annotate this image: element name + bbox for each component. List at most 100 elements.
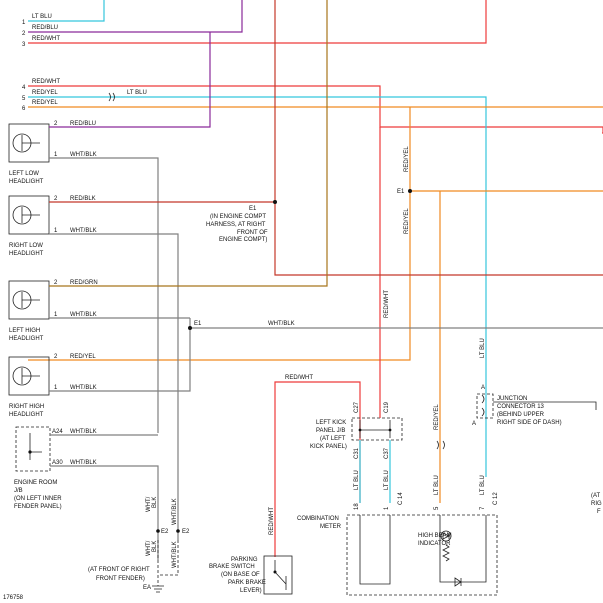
pin-label: C19: [384, 401, 390, 413]
ground-symbol-icon: [152, 585, 164, 593]
component-label: LEVER): [240, 588, 262, 594]
component-label: (ON BASE OF: [221, 572, 260, 578]
wire-label-vertical: RED/WHT: [269, 507, 275, 535]
wire-red-blk-bus: [274, 0, 603, 276]
splice-label: E2: [161, 529, 169, 535]
wire-label: WHT/BLK: [70, 460, 97, 466]
cut-off-label: F: [597, 509, 601, 515]
figure-id: 176758: [3, 595, 24, 601]
switch-contact: [274, 560, 287, 590]
edge-text: (AT RIG F 176758: [3, 493, 602, 601]
high-beam-indicator-icon: [440, 530, 452, 542]
pin-label: C27: [354, 401, 360, 413]
wire-label-vertical: BLK: [152, 541, 158, 552]
wire-red-blu-top: [28, 0, 243, 33]
ground-id: EA: [143, 585, 151, 591]
component-label: COMBINATION: [297, 516, 339, 522]
diode-icon: [454, 577, 462, 587]
pin-label: 2: [54, 196, 58, 202]
wire-label-vertical: BLK: [152, 497, 158, 508]
wire-label: LT BLU: [127, 90, 147, 96]
pin-label: A30: [52, 460, 63, 466]
wire-label: LT BLU: [32, 14, 52, 20]
right-high-headlight: 2 1 RED/YEL WHT/BLK RIGHT HIGH HEADLIGHT…: [8, 318, 603, 418]
pin-label: 2: [54, 354, 58, 360]
headlight-box: [8, 280, 50, 320]
wire-label: WHT/BLK: [268, 321, 295, 327]
filament: [21, 207, 40, 223]
wire-label: WHT/BLK: [70, 429, 97, 435]
wire-label-vertical: WHT/BLK: [172, 498, 178, 525]
component-label: LEFT LOW: [9, 171, 39, 177]
component-label: RIGHT SIDE OF DASH): [497, 420, 562, 426]
mid-connector: 4 5 6 RED/WHT RED/YEL RED/YEL LT BLU: [22, 79, 603, 477]
pin-label: 4: [22, 85, 26, 91]
splice-label: HARNESS, AT RIGHT: [206, 222, 266, 228]
pin-label: 6: [22, 106, 26, 112]
wire-wht-blk-a30: [50, 465, 159, 560]
component-label: ENGINE ROOM: [14, 480, 57, 486]
wire-red-grn: [49, 0, 328, 287]
wire-label: WHT/BLK: [70, 152, 97, 158]
component-label: METER: [320, 524, 342, 530]
wire-wht-blk: [49, 318, 191, 392]
component-label: LEFT KICK: [316, 420, 346, 426]
wire-label: WHT/BLK: [70, 385, 97, 391]
component-label: FENDER PANEL): [14, 504, 62, 510]
switch-dot: [273, 570, 277, 574]
pin-label: 1: [54, 385, 58, 391]
left-low-headlight: 2 1 RED/BLU WHT/BLK LEFT LOW HEADLIGHT: [8, 32, 211, 433]
resistor-zigzag: [442, 544, 450, 562]
pin-label: 7: [480, 506, 486, 510]
wire-label-vertical: LT BLU: [480, 475, 486, 495]
component-label: HEADLIGHT: [9, 412, 44, 418]
pin-label: C31: [354, 447, 360, 459]
component-label: (BEHIND UPPER: [497, 412, 545, 418]
pin-label: 1: [54, 312, 58, 318]
right-low-headlight: 2 1 RED/BLK WHT/BLK RIGHT LOW HEADLIGHT: [8, 195, 277, 540]
splice-label: E1: [249, 206, 257, 212]
wire-label: WHT/BLK: [70, 312, 97, 318]
left-kick-panel-jb: C27 C19 C31 C37 LEFT KICK PANEL J/B (AT …: [310, 400, 403, 503]
wire-label-vertical: LT BLU: [384, 470, 390, 490]
wire-label: RED/BLK: [70, 196, 96, 202]
pin-label: 3: [22, 42, 26, 48]
splice-dot: [408, 189, 412, 193]
left-high-headlight: 2 1 RED/GRN WHT/BLK LEFT HIGH HEADLIGHT: [8, 0, 328, 342]
pin-label: 5: [434, 506, 440, 510]
component-label: J/B: [14, 488, 23, 494]
wire-label: RED/BLU: [32, 25, 58, 31]
component-label: BRAKE SWITCH: [209, 564, 255, 570]
jb-dot: [358, 428, 362, 432]
meter-box: [346, 514, 498, 596]
component-label: HEADLIGHT: [9, 179, 44, 185]
jb-dot: [388, 428, 392, 432]
splice-label: FRONT OF: [237, 230, 268, 236]
pin-label: 2: [54, 280, 58, 286]
component-label: HEADLIGHT: [9, 251, 44, 257]
component-label: KICK PANEL): [310, 444, 347, 450]
ground-wire: [157, 540, 179, 586]
jb-dot: [28, 450, 32, 454]
top-connector: 1 2 3 LT BLU RED/BLU RED/WHT: [22, 0, 487, 48]
connector-symbol: [436, 440, 445, 450]
wire-red-wht-top: [28, 0, 487, 44]
component-label: INDICATOR: [418, 541, 451, 547]
filament: [21, 135, 40, 151]
wire-label-vertical: LT BLU: [434, 475, 440, 495]
component-label: JUNCTION: [497, 396, 527, 402]
splice-e1-label: E1 (IN ENGINE COMPT HARNESS, AT RIGHT FR…: [206, 206, 268, 243]
component-label: PANEL J/B: [316, 428, 345, 434]
junction-box: [476, 393, 494, 419]
wire-wht-blk: [49, 233, 179, 540]
pin-label: A: [472, 421, 476, 427]
pin-label: 2: [54, 121, 58, 127]
pin-label: 5: [22, 96, 26, 102]
wire-wht-blk: [49, 157, 159, 433]
pin-label: 1: [22, 20, 26, 26]
meter-internal-loop: [359, 515, 391, 585]
wire-label-vertical: RED/WHT: [384, 290, 390, 318]
pin-label: A: [481, 385, 485, 391]
wire-label-vertical: WHT/: [146, 540, 152, 556]
